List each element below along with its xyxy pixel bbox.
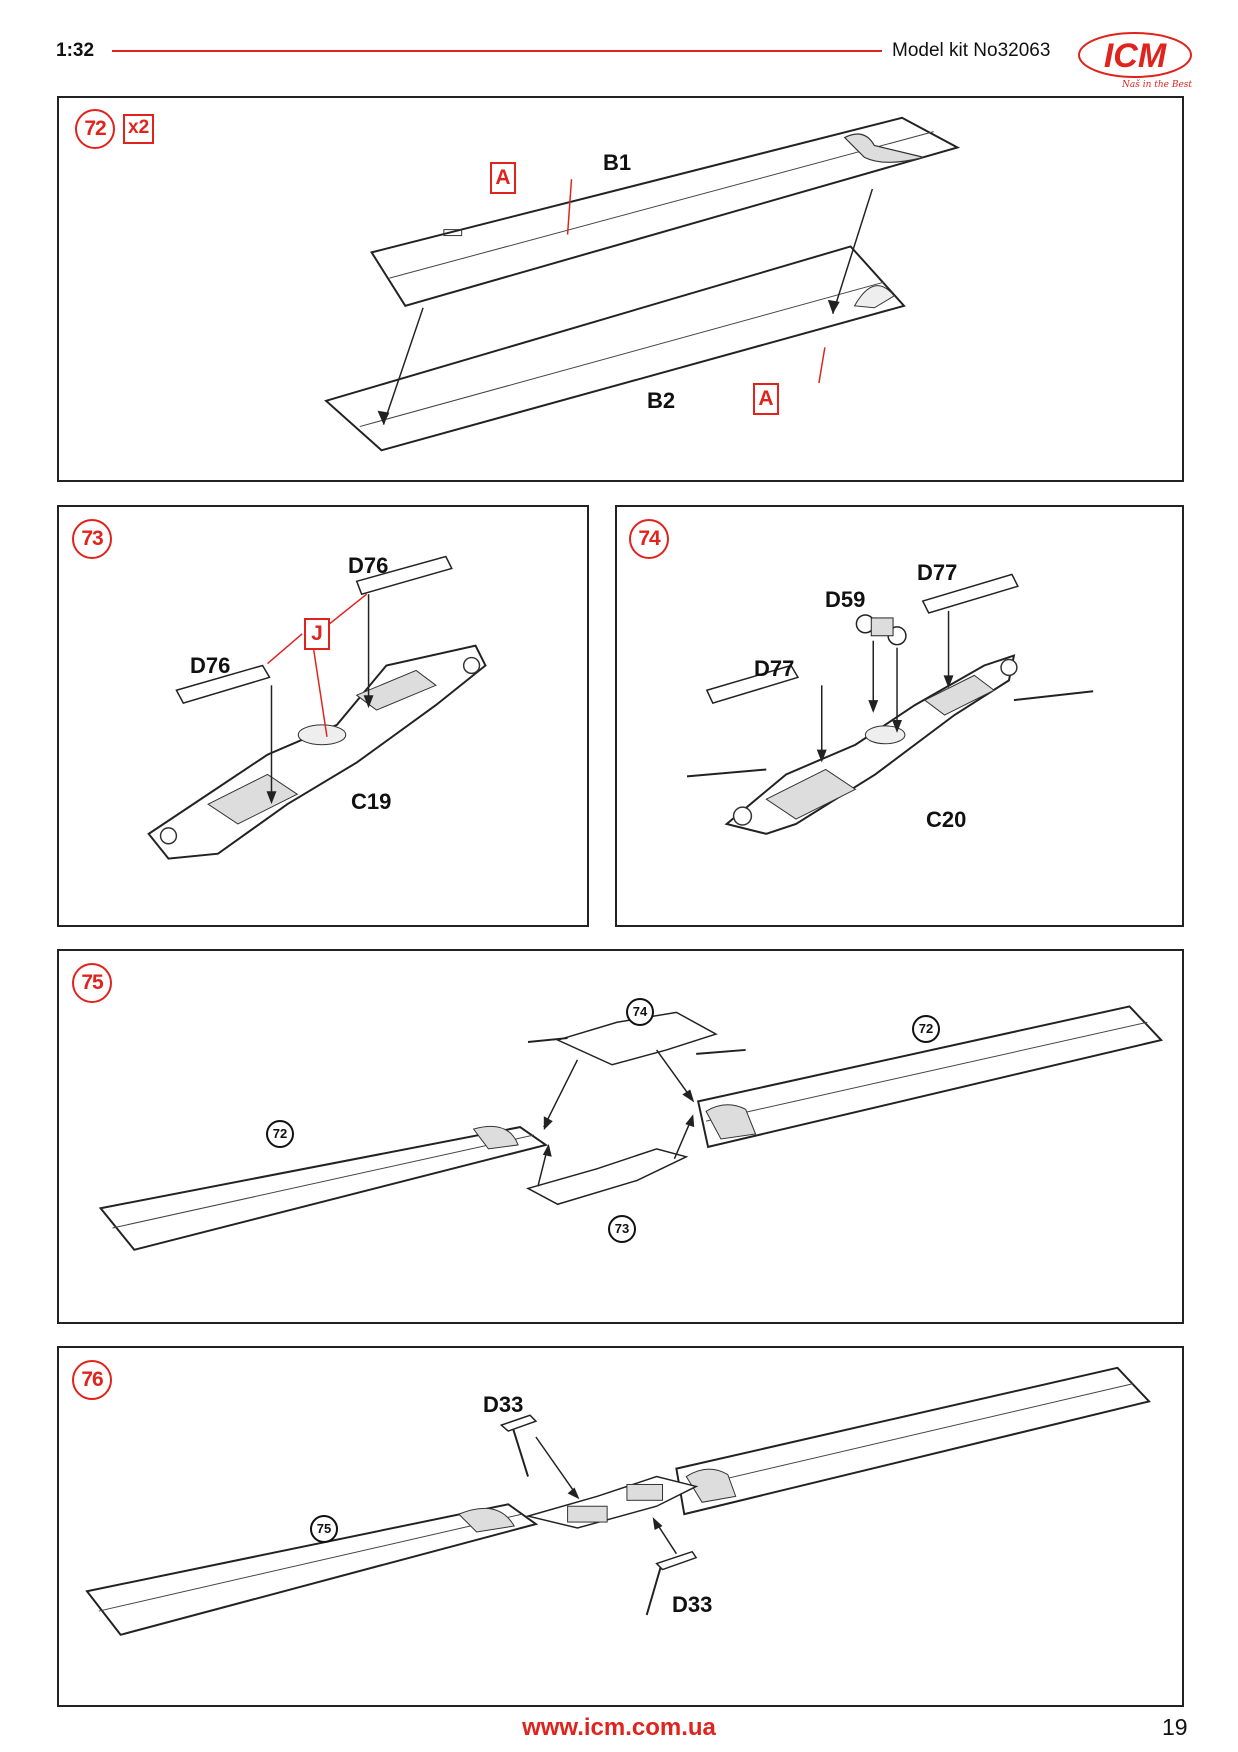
part-label-d76-upper: D76: [348, 553, 389, 578]
step-75-badge: 75: [72, 963, 112, 1003]
step-73-panel: 73 D76 D76 C19 J: [57, 505, 589, 927]
subassembly-ref-75: 75: [310, 1515, 338, 1543]
part-label-c20: C20: [926, 807, 967, 832]
paint-ref-a-upper: A: [490, 162, 516, 194]
part-label-c19: C19: [351, 789, 392, 814]
step-74-drawing: [686, 573, 1094, 835]
subassembly-ref-74: 74: [626, 998, 654, 1026]
step-75-panel: 75 74 72 72 73: [57, 949, 1184, 1324]
step-72-badge: 72: [75, 109, 115, 149]
icm-logo: ICM Naš in the Best: [1078, 32, 1192, 90]
website-link[interactable]: www.icm.com.ua: [522, 1714, 716, 1741]
part-label-b1: B1: [603, 150, 632, 175]
subassembly-ref-72-right: 72: [912, 1015, 940, 1043]
multiplier-badge: x2: [123, 114, 155, 144]
part-label-d76-lower: D76: [190, 653, 231, 678]
part-label-d33-lower: D33: [672, 1592, 713, 1617]
page-number: 19: [1162, 1714, 1188, 1740]
step-73-badge: 73: [72, 519, 112, 559]
part-label-d77-lower: D77: [754, 656, 795, 681]
paint-ref-a-lower: A: [753, 383, 779, 415]
step-72-drawing: [324, 116, 961, 452]
step-75-drawing: [98, 1005, 1164, 1251]
part-label-d77-upper: D77: [917, 560, 958, 585]
step-72-panel: 72 x2 B1 B2 A A: [57, 96, 1184, 482]
part-label-d59: D59: [825, 587, 866, 612]
kit-number: Model kit No32063: [892, 40, 1051, 61]
step-74-panel: 74 D77 D59 D77 C20: [615, 505, 1184, 927]
svg-text:Naš in the Best: Naš in the Best: [1121, 79, 1192, 90]
step-76-drawing: [85, 1366, 1151, 1636]
header-rule: [112, 50, 882, 52]
subassembly-ref-72-left: 72: [266, 1120, 294, 1148]
part-label-d33-upper: D33: [483, 1392, 524, 1417]
step-76-panel: 76 D33 D33 75: [57, 1346, 1184, 1707]
part-label-b2: B2: [647, 388, 676, 413]
step-76-badge: 76: [72, 1360, 112, 1400]
scale-label: 1:32: [56, 40, 95, 61]
paint-ref-j: J: [304, 618, 330, 650]
step-74-badge: 74: [629, 519, 669, 559]
subassembly-ref-73: 73: [608, 1215, 636, 1243]
step-73-drawing: [147, 555, 487, 860]
svg-text:ICM: ICM: [1104, 37, 1167, 75]
